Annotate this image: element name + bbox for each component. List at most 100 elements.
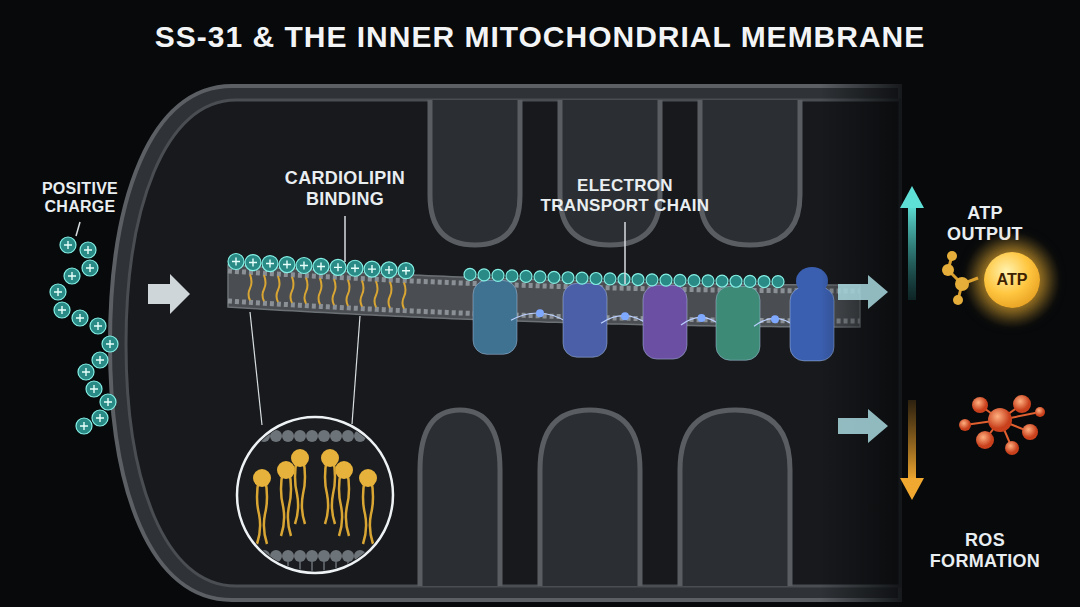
peptide-bead xyxy=(688,275,700,287)
charge-symbol xyxy=(104,398,112,406)
peptide-bead xyxy=(772,276,784,288)
peptide-bead xyxy=(76,418,92,434)
peptide-bead xyxy=(279,257,295,273)
peptide-bead xyxy=(228,254,244,270)
charge-symbol xyxy=(96,414,104,422)
charge-symbol xyxy=(266,260,274,268)
charge-symbol xyxy=(94,322,102,330)
peptide-bead xyxy=(646,274,658,286)
zoom-line xyxy=(352,316,360,424)
crista xyxy=(560,100,660,245)
peptide-bead xyxy=(82,260,98,276)
peptide-bead xyxy=(562,272,574,284)
ros-particle xyxy=(959,419,971,431)
peptide-bead xyxy=(660,274,672,286)
cardiolipin xyxy=(277,276,280,302)
cardiolipin xyxy=(389,282,392,308)
crista xyxy=(430,100,520,245)
peptide-bead xyxy=(534,271,546,283)
peptide-bead xyxy=(313,258,329,274)
peptide-bead xyxy=(296,258,312,274)
cardiolipin xyxy=(263,275,266,301)
lipid-heads xyxy=(228,301,860,321)
up-arrow xyxy=(900,186,924,208)
charge-symbol xyxy=(96,356,104,364)
protein-complex xyxy=(473,280,517,354)
inset-border xyxy=(237,417,393,573)
charge-symbol xyxy=(300,262,308,270)
inset-bilayer xyxy=(234,430,390,592)
peptide-bead xyxy=(347,260,363,276)
cardiolipin xyxy=(347,280,350,306)
peptide-bead xyxy=(78,364,94,380)
charge-symbol xyxy=(80,422,88,430)
charge-symbol xyxy=(58,306,66,314)
charge-symbol xyxy=(351,264,359,272)
peptide-bead xyxy=(50,284,66,300)
crista xyxy=(680,410,790,586)
peptide-bead xyxy=(674,274,686,286)
charge-symbol xyxy=(90,385,98,393)
protein-complex xyxy=(563,283,607,357)
cardiolipin xyxy=(375,281,378,307)
peptide-bead xyxy=(478,269,490,281)
label: POSITIVE CHARGE xyxy=(25,180,135,217)
peptide-bead xyxy=(398,263,414,279)
peptide-bead xyxy=(492,269,504,281)
peptide-bead xyxy=(86,381,102,397)
cardiolipin xyxy=(361,281,364,307)
peptide-bead xyxy=(92,410,108,426)
charge-symbol xyxy=(106,340,114,348)
charge-symbol xyxy=(283,261,291,269)
peptide-bead xyxy=(330,259,346,275)
peptide-bead xyxy=(245,255,261,271)
cardiolipin xyxy=(319,278,322,304)
peptide-bead xyxy=(80,242,96,258)
charge-symbol xyxy=(68,272,76,280)
atp-orb: ATP xyxy=(984,252,1040,308)
title-text: SS-31 & THE INNER MITOCHONDRIAL MEMBRANE xyxy=(155,20,926,53)
arrows xyxy=(148,186,924,500)
inset-ground xyxy=(237,417,393,573)
title: SS-31 & THE INNER MITOCHONDRIAL MEMBRANE xyxy=(0,20,1080,54)
peptide-bead xyxy=(618,273,630,285)
outer-membrane xyxy=(110,86,900,600)
charge-symbol xyxy=(402,267,410,275)
leader-line xyxy=(624,222,626,284)
electron xyxy=(698,314,706,322)
peptide-bead xyxy=(520,270,532,282)
down-arrow xyxy=(900,478,924,500)
protein-complex xyxy=(716,286,760,360)
peptide-bead xyxy=(506,270,518,282)
charge-symbol xyxy=(64,241,72,249)
peptide-bead xyxy=(64,268,80,284)
peptide-bead xyxy=(758,276,770,288)
peptide-bead xyxy=(632,274,644,286)
entry-arrow xyxy=(148,274,190,314)
label: CARDIOLIPIN BINDING xyxy=(275,168,415,209)
peptide-bead xyxy=(576,272,588,284)
ros-particle xyxy=(988,408,1012,432)
peptide-bead xyxy=(60,237,76,253)
peptide-bead xyxy=(381,262,397,278)
protein-complex xyxy=(643,285,687,359)
label: ELECTRON TRANSPORT CHAIN xyxy=(530,176,720,215)
node-text: ATP xyxy=(997,271,1028,289)
peptide-bead xyxy=(702,275,714,287)
peptide-bead xyxy=(102,336,118,352)
peptide-bead xyxy=(590,273,602,285)
cardiolipin xyxy=(291,277,294,303)
leader-line xyxy=(76,222,80,236)
charge-symbol xyxy=(385,266,393,274)
electron xyxy=(536,309,544,317)
ros-particle xyxy=(976,431,994,449)
label: ATP OUTPUT xyxy=(938,203,1033,244)
peptide-bead xyxy=(548,271,560,283)
peptide-bead xyxy=(54,302,70,318)
charge-symbol xyxy=(368,265,376,273)
leader-line xyxy=(344,216,346,262)
cardiolipin xyxy=(249,274,252,300)
peptide-bead xyxy=(72,310,88,326)
ss31-chain xyxy=(50,237,118,434)
